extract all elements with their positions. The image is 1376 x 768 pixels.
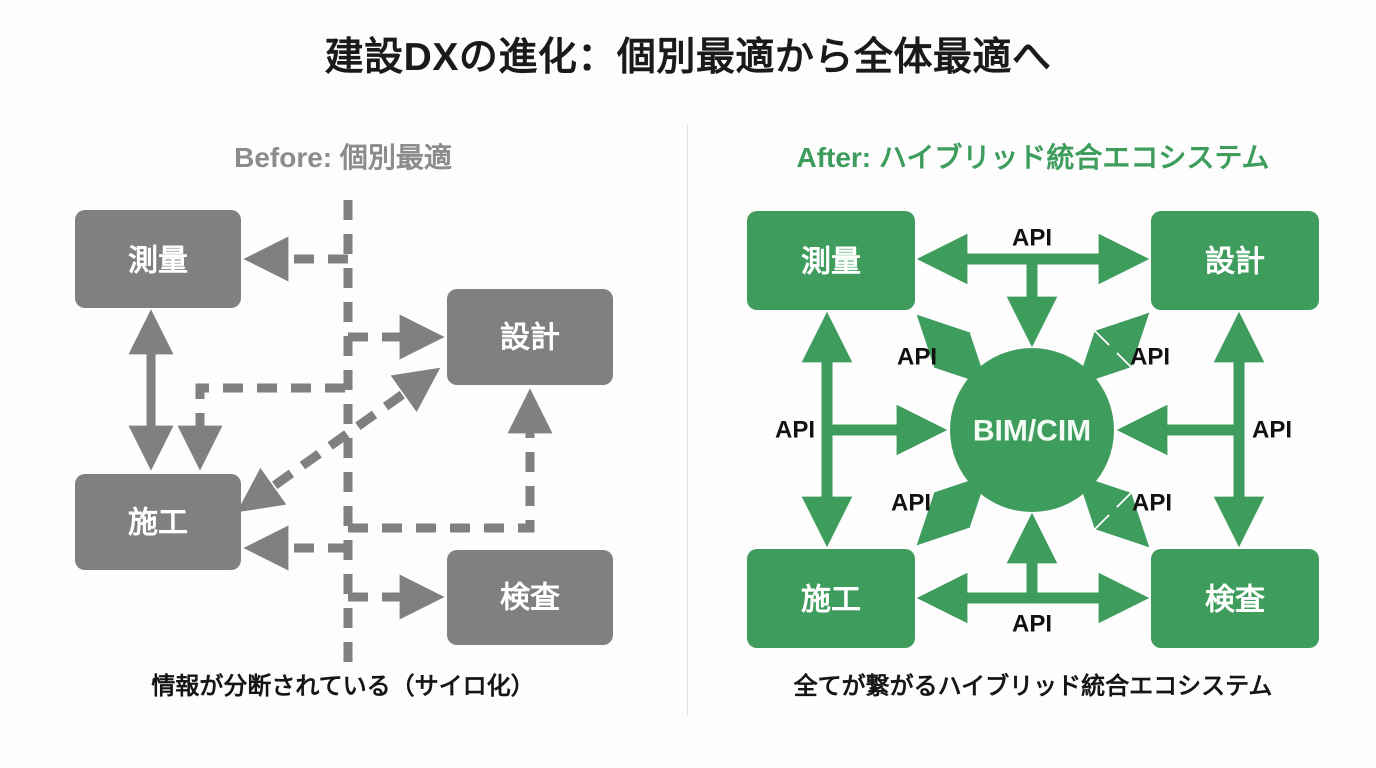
edge-design-to-construction xyxy=(236,371,433,513)
after-hub[interactable]: BIM/CIM xyxy=(950,348,1114,512)
before-edges xyxy=(128,200,553,668)
after-nodes: 測量 設計 施工 検査 xyxy=(747,211,1319,648)
before-nodes: 測量 設計 施工 検査 xyxy=(75,210,613,645)
edge-spine-branch-to-construction xyxy=(177,383,345,471)
before-node-inspection-label: 検査 xyxy=(500,582,560,615)
api-label-design-inspection: API xyxy=(1252,417,1292,444)
api-label-construction-inspection: API xyxy=(1012,611,1052,638)
bimcim-hub-label: BIM/CIM xyxy=(973,415,1091,448)
edge-loop-to-design xyxy=(348,388,553,533)
before-panel-caption: 情報が分断されている（サイロ化） xyxy=(151,673,535,700)
before-node-inspection[interactable]: 検査 xyxy=(447,550,613,645)
before-node-survey-label: 測量 xyxy=(128,245,188,278)
before-node-survey[interactable]: 測量 xyxy=(75,210,241,308)
before-panel-header: Before: 個別最適 xyxy=(234,142,452,173)
after-node-survey-label: 測量 xyxy=(801,246,861,279)
after-node-construction[interactable]: 施工 xyxy=(747,549,915,648)
api-label-design-hub: API xyxy=(1130,344,1170,371)
after-node-construction-label: 施工 xyxy=(801,584,861,617)
before-node-construction-label: 施工 xyxy=(128,507,188,540)
after-api-labels: API API API API API API API API xyxy=(775,225,1292,638)
edge-inspection-to-hub xyxy=(1076,474,1144,542)
api-label-inspection-hub: API xyxy=(1132,490,1172,517)
after-node-design-label: 設計 xyxy=(1205,245,1265,279)
api-label-construction-hub: API xyxy=(891,490,931,517)
after-node-design[interactable]: 設計 xyxy=(1151,211,1319,310)
after-edges xyxy=(801,233,1265,624)
page-title: 建設DXの進化：個別最適から全体最適へ xyxy=(324,36,1052,79)
after-node-inspection-label: 検査 xyxy=(1205,584,1265,617)
after-panel-caption: 全てが繋がるハイブリッド統合エコシステム xyxy=(793,673,1273,700)
api-label-survey-hub: API xyxy=(897,344,937,371)
api-label-survey-design: API xyxy=(1012,225,1052,252)
api-label-construction-survey: API xyxy=(775,417,815,444)
edge-construction-to-hub xyxy=(922,474,988,540)
after-node-survey[interactable]: 測量 xyxy=(747,211,915,310)
edge-design-to-hub xyxy=(1076,318,1144,386)
before-node-design[interactable]: 設計 xyxy=(447,289,613,385)
after-panel-header: After: ハイブリッド統合エコシステム xyxy=(796,142,1270,173)
bimcim-hub-circle xyxy=(950,348,1114,512)
after-node-inspection[interactable]: 検査 xyxy=(1151,549,1319,648)
before-node-design-label: 設計 xyxy=(500,321,560,355)
edge-survey-to-hub xyxy=(922,320,988,386)
panel-divider xyxy=(687,124,688,716)
before-node-construction[interactable]: 施工 xyxy=(75,474,241,570)
